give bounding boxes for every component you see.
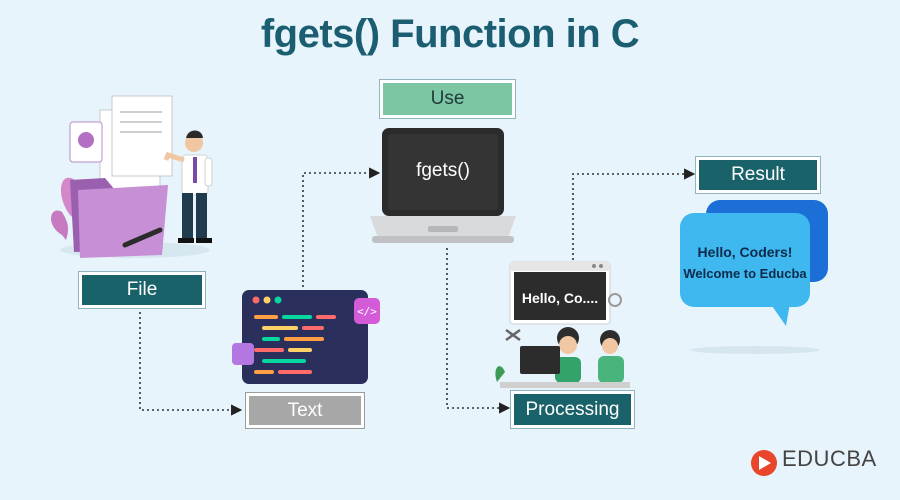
text-label: Text [245, 392, 365, 429]
educba-logo: EDUCBA [750, 446, 877, 472]
result-line-2: Welcome to Educba [683, 266, 807, 281]
monitor-screen-text: Hello, Co.... [521, 290, 599, 306]
connector-use-to-processing [446, 248, 511, 414]
code-editor-illustration: </> [232, 290, 380, 384]
processing-illustration [495, 261, 630, 388]
result-label: Result [695, 156, 821, 194]
result-bubbles [680, 200, 828, 354]
laptop-screen-text: fgets() [416, 160, 470, 181]
file-illustration [51, 95, 213, 258]
result-line-1: Hello, Coders! [697, 244, 793, 260]
educba-logo-icon [751, 450, 777, 476]
laptop-illustration [370, 128, 516, 243]
connector-processing-to-result [572, 168, 696, 270]
use-label: Use [379, 79, 516, 119]
processing-label: Processing [510, 390, 635, 429]
connector-file-to-text [139, 312, 243, 416]
connector-text-to-use [302, 167, 381, 292]
educba-logo-text: EDUCBA [782, 446, 877, 471]
file-label: File [78, 271, 206, 309]
svg-text:</>: </> [357, 305, 377, 318]
page-title: fgets() Function in C [260, 12, 640, 56]
